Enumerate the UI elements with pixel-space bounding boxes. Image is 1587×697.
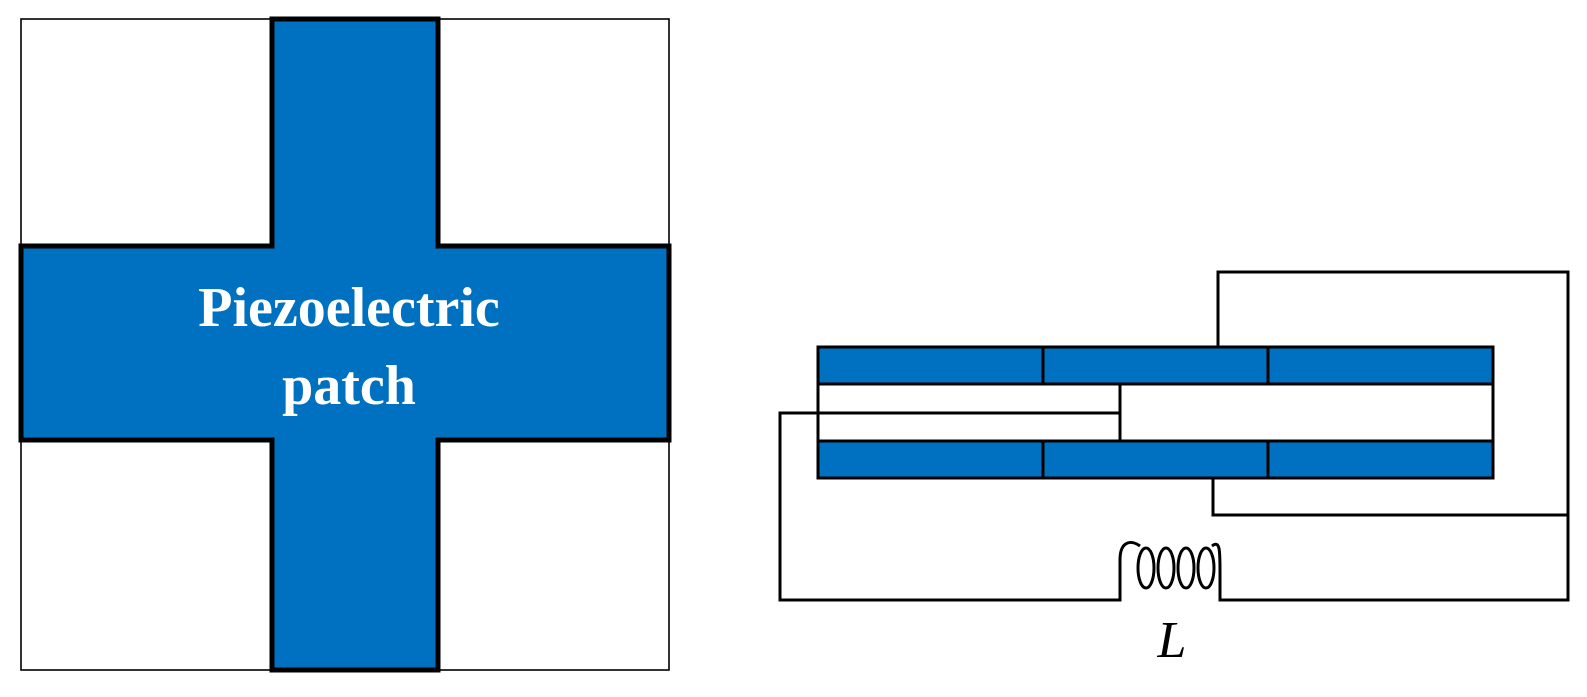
wire-top-loop [1216,270,1570,602]
top-piezo-layer [816,345,1495,386]
top-piezo-segment-3 [1266,345,1495,386]
wire-inner-left [778,411,1122,602]
bottom-piezo-layer [816,439,1495,480]
top-piezo-segment-1 [816,345,1045,386]
unit-cell-diagram: Piezoelectric patch [18,16,672,673]
inductor-coil-icon [1118,541,1222,590]
patch-label-line1: Piezoelectric [198,277,500,339]
top-piezo-segment-2 [1041,345,1270,386]
bottom-piezo-segment-1 [816,439,1045,480]
inductor-label: L [1157,612,1187,669]
piezoelectric-patch-cross [18,16,672,673]
bottom-piezo-segment-3 [1266,439,1495,480]
wire-bottom-tap [1211,478,1568,517]
shunt-circuit-diagram: L [778,270,1570,669]
circuit-wires [778,270,1570,602]
bottom-piezo-segment-2 [1041,439,1270,480]
patch-label-line2: patch [282,355,416,417]
